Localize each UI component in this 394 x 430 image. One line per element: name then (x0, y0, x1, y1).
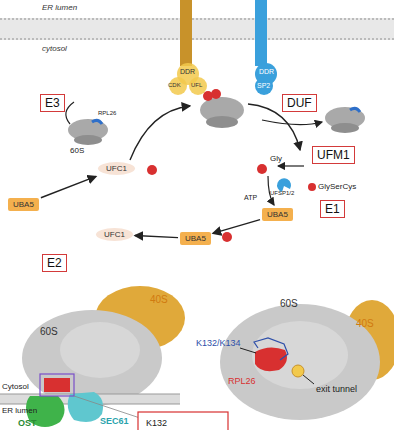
label: K132/K134 (196, 338, 241, 348)
label: SEC61 (100, 416, 129, 426)
label: Gly (270, 154, 282, 163)
label: GlySerCys (318, 182, 356, 191)
label: 40S (150, 294, 168, 305)
step-box: E2 (42, 254, 67, 272)
label: DDR (180, 68, 195, 75)
e3-anchor (180, 0, 192, 66)
label: UFSP1/2 (270, 190, 294, 196)
step-box: E3 (40, 94, 65, 112)
step-box: DUF (282, 94, 317, 112)
enzyme-box: UBA5 (262, 208, 293, 221)
node-text: UFM1 (317, 148, 350, 162)
enzyme-box: UBA5 (180, 232, 211, 245)
node-text: E2 (47, 256, 62, 270)
label: RPL26 (228, 376, 256, 386)
node-text: UBA5 (13, 200, 34, 209)
label: CDK (168, 82, 181, 88)
enzyme-oval: UFC1 (96, 228, 133, 241)
label: ATP (244, 194, 257, 201)
label: 60S (40, 326, 58, 337)
label: ER lumen (42, 3, 77, 12)
step-box: E1 (320, 200, 345, 218)
label: 60S (280, 298, 298, 309)
duf-anchor (255, 0, 267, 66)
label: 40S (356, 318, 374, 329)
label: UFL (191, 82, 202, 88)
label: OST (18, 418, 37, 428)
connector (41, 176, 96, 197)
subunit-60s (22, 310, 162, 406)
enzyme-box: UBA5 (8, 198, 39, 211)
label: exit tunnel (316, 384, 357, 394)
node-text: E3 (45, 96, 60, 110)
label: 60S (70, 146, 84, 155)
step-box: UFM1 (312, 146, 355, 164)
label: SP2 (257, 82, 270, 89)
node-text: UFC1 (106, 164, 127, 173)
connector (135, 236, 178, 238)
node-text: UFC1 (104, 230, 125, 239)
label: ER lumen (2, 406, 37, 415)
node-text: UBA5 (267, 210, 288, 219)
subunit-60s (220, 304, 380, 420)
connector (213, 220, 260, 234)
node-text: E1 (325, 202, 340, 216)
membrane (0, 18, 394, 40)
node-text: DUF (287, 96, 312, 110)
label: DDR (259, 68, 274, 75)
node-text: UBA5 (185, 234, 206, 243)
label: cytosol (42, 44, 67, 53)
label: Cytosol (2, 382, 29, 391)
enzyme-oval: UFC1 (98, 162, 135, 175)
label: K132 (146, 418, 167, 428)
label: RPL26 (98, 110, 116, 116)
